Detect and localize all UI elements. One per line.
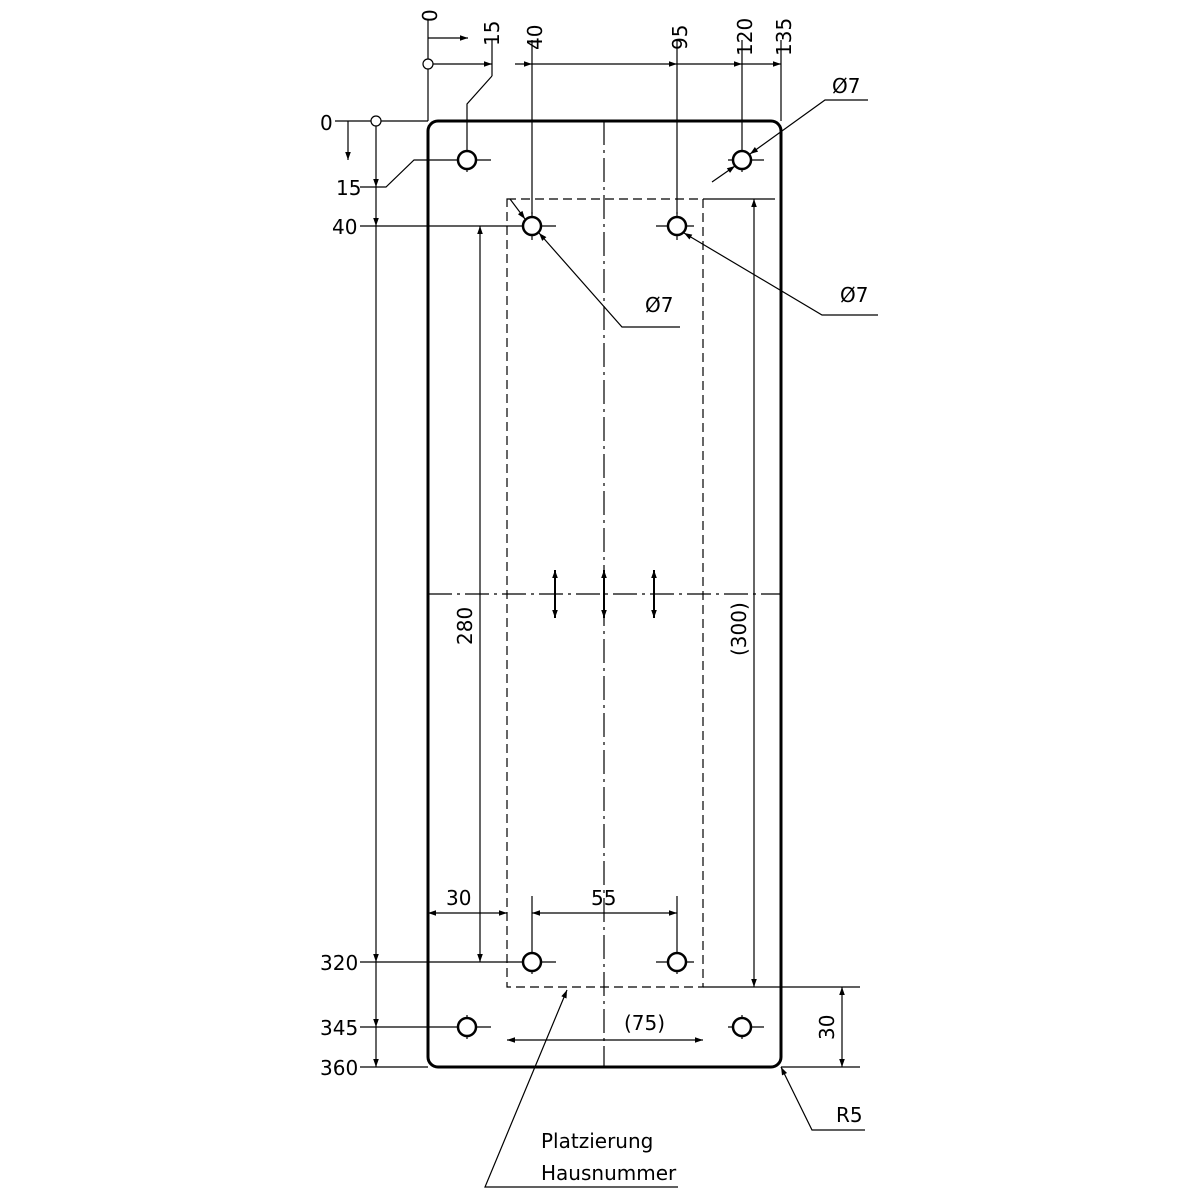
- top-dim-135: 135: [772, 18, 796, 56]
- top-dim-120: 120: [733, 18, 757, 56]
- note-placement: Platzierung: [541, 1129, 653, 1153]
- top-dim-15: 15: [480, 21, 504, 46]
- dim-30-horizontal: 30: [446, 886, 471, 910]
- dim-75: (75): [624, 1011, 665, 1035]
- leaders: [484, 99, 878, 1188]
- radius-label: R5: [836, 1103, 863, 1127]
- top-dimensions: [422, 20, 782, 214]
- left-dim-40: 40: [332, 215, 357, 239]
- left-dim-320: 320: [320, 951, 358, 975]
- hole-diameter-label-right: Ø7: [840, 283, 868, 307]
- top-dim-95: 95: [668, 25, 692, 50]
- dim-300: (300): [727, 602, 751, 656]
- internal-dimensions: [428, 198, 860, 1068]
- left-dimensions: [335, 115, 455, 1068]
- note-house-number: Hausnummer: [541, 1161, 677, 1185]
- hole-diameter-label-center: Ø7: [645, 293, 673, 317]
- hole-diameter-label-top-right: Ø7: [832, 74, 860, 98]
- left-dim-360: 360: [320, 1056, 358, 1080]
- mounting-holes: [360, 148, 764, 1039]
- left-dim-345: 345: [320, 1016, 358, 1040]
- dim-30-vertical: 30: [815, 1015, 839, 1040]
- adjust-arrows-icon: [552, 570, 657, 618]
- house-number-area: [506, 198, 704, 988]
- top-dim-0: 0: [418, 9, 442, 22]
- dim-55: 55: [591, 886, 616, 910]
- dim-280: 280: [453, 607, 477, 645]
- left-dim-0: 0: [320, 111, 333, 135]
- top-dim-40: 40: [523, 25, 547, 50]
- left-dim-15: 15: [336, 176, 361, 200]
